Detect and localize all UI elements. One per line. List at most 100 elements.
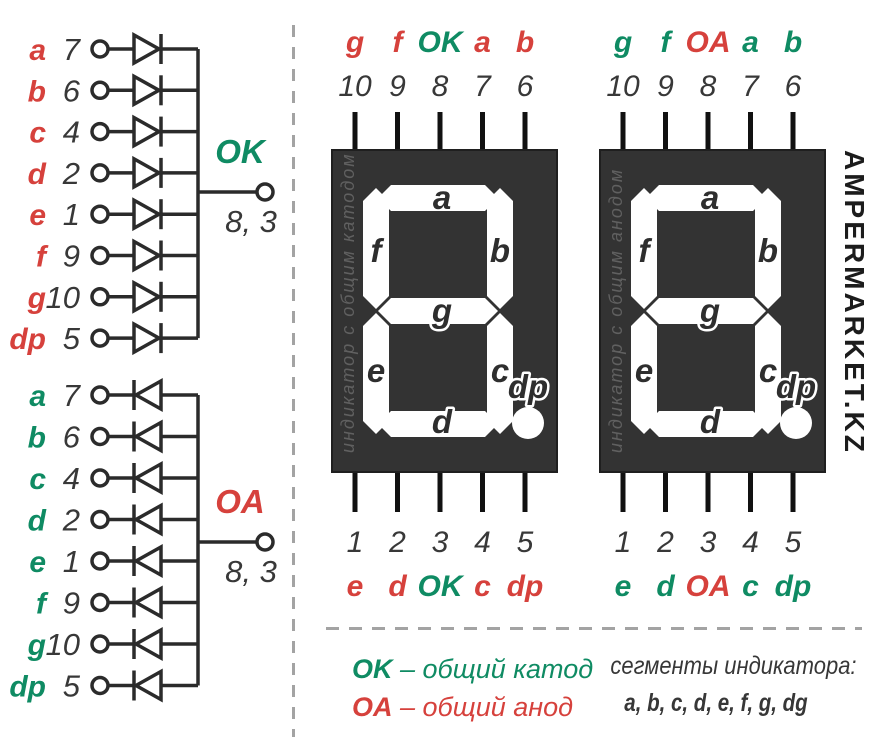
display-bottom-pin-number: 2 bbox=[656, 526, 674, 559]
display-bottom-function-label: d bbox=[656, 570, 675, 603]
pin-terminal-icon bbox=[90, 204, 110, 224]
display-top-function-label: f bbox=[661, 26, 674, 59]
display-bottom-pin-number: 3 bbox=[700, 526, 717, 559]
legend-ok-definition: – общий катод bbox=[400, 654, 594, 684]
display-side-note: индикатор с общим катодом bbox=[338, 152, 358, 453]
diode-row-pin-number: 7 bbox=[63, 378, 82, 413]
diode-row-segment-label: e bbox=[29, 546, 46, 579]
display-bottom-pin-number: 1 bbox=[347, 526, 364, 559]
diode-row-pin-number: 5 bbox=[63, 669, 81, 704]
diode-row-pin-number: 10 bbox=[46, 280, 80, 315]
common-output-terminal-icon bbox=[255, 532, 275, 552]
common-label: OA bbox=[215, 483, 265, 520]
diode-icon bbox=[132, 155, 163, 190]
display-top-function-label: b bbox=[784, 26, 802, 59]
pin-terminal-icon bbox=[90, 245, 110, 266]
display-bottom-function-label: OK bbox=[418, 570, 465, 603]
diode-row-pin-number: 9 bbox=[63, 586, 80, 621]
legend-common-terms: OK – общий катод OA – общий анод bbox=[352, 650, 593, 726]
diode-icon bbox=[132, 197, 163, 232]
legend-segments-title: сегменты индикатора: bbox=[610, 652, 857, 680]
pin-terminal-icon bbox=[90, 39, 110, 59]
diode-row-pin-number: 7 bbox=[63, 32, 82, 67]
legend-oa-term: OA bbox=[352, 692, 393, 722]
display-top-pin-number: 7 bbox=[474, 70, 492, 103]
display-top-pin-number: 10 bbox=[338, 70, 372, 103]
segment-label-dp: dp bbox=[776, 368, 816, 405]
diode-row-pin-number: 9 bbox=[63, 239, 80, 274]
pin-terminal-icon bbox=[90, 509, 110, 530]
segment-g bbox=[378, 298, 498, 324]
segment-d bbox=[646, 411, 766, 437]
display-bottom-pin-number: 4 bbox=[474, 526, 491, 559]
segment-e bbox=[363, 313, 389, 434]
display-bottom-function-label: e bbox=[615, 570, 632, 603]
diode-row-segment-label: b bbox=[28, 75, 46, 108]
diode-row-segment-label: c bbox=[29, 463, 46, 496]
diode-icon bbox=[132, 461, 163, 495]
display-bottom-pin-number: 5 bbox=[785, 526, 802, 559]
display-top-pin-number: 9 bbox=[389, 70, 406, 103]
display-bottom-function-label: d bbox=[388, 570, 407, 603]
segment-label-e: e bbox=[635, 352, 653, 389]
diode-icon bbox=[132, 238, 163, 273]
diode-row-segment-label: dp bbox=[9, 671, 46, 704]
display-bottom-function-label: dp bbox=[507, 570, 544, 603]
common-pins-label: 8, 3 bbox=[225, 204, 277, 239]
display-top-pin-number: 6 bbox=[517, 70, 534, 103]
diode-icon bbox=[132, 419, 163, 454]
common-output-terminal-icon bbox=[255, 182, 275, 202]
display-top-pin-number: 6 bbox=[785, 70, 802, 103]
display-bottom-function-label: e bbox=[347, 570, 364, 603]
legend-segments: сегменты индикатора: a, b, c, d, e, f, g… bbox=[596, 652, 857, 718]
segment-a bbox=[378, 185, 498, 211]
pin-terminal-icon bbox=[90, 592, 110, 613]
display-bottom-pin-number: 5 bbox=[517, 526, 534, 559]
diode-row-segment-label: dp bbox=[9, 323, 46, 356]
segment-f bbox=[631, 188, 657, 309]
pin-terminal-icon bbox=[90, 385, 110, 405]
pin-terminal-icon bbox=[90, 80, 110, 101]
diode-icon bbox=[132, 32, 163, 66]
segment-label-c: c bbox=[491, 352, 509, 389]
segment-label-d: d bbox=[432, 403, 453, 440]
segment-e bbox=[631, 313, 657, 434]
legend-divider bbox=[326, 627, 862, 630]
diode-row-pin-number: 6 bbox=[63, 73, 81, 108]
display-top-function-label: g bbox=[613, 26, 632, 59]
diode-row-pin-number: 4 bbox=[63, 461, 80, 496]
diode-row-segment-label: f bbox=[36, 588, 49, 621]
segment-b bbox=[487, 188, 513, 309]
display-top-pin-number: 10 bbox=[606, 70, 640, 103]
segment-b bbox=[755, 188, 781, 309]
segment-f bbox=[363, 188, 389, 309]
diode-row-pin-number: 1 bbox=[63, 544, 80, 579]
diode-row-pin-number: 2 bbox=[62, 503, 80, 538]
diode-icon bbox=[132, 114, 163, 149]
display-bottom-function-label: c bbox=[474, 570, 491, 603]
segment-label-g: g bbox=[699, 292, 720, 329]
display-bottom-pin-number: 1 bbox=[615, 526, 632, 559]
display-top-function-label: f bbox=[393, 26, 406, 59]
diode-icon bbox=[132, 321, 163, 356]
diode-row-pin-number: 5 bbox=[63, 321, 81, 356]
diode-row-pin-number: 4 bbox=[63, 115, 80, 150]
display-top-function-label: b bbox=[516, 26, 534, 59]
diode-row-segment-label: e bbox=[29, 199, 46, 232]
display-bottom-function-label: dp bbox=[775, 570, 812, 603]
legend-oa-line: OA – общий анод bbox=[352, 688, 593, 726]
dp-dot bbox=[780, 407, 812, 439]
display-top-function-label: a bbox=[474, 26, 491, 59]
diode-icon bbox=[132, 279, 163, 314]
diode-icon bbox=[132, 73, 163, 108]
display-bottom-function-label: c bbox=[742, 570, 759, 603]
common-label: OK bbox=[215, 133, 267, 170]
segment-label-f: f bbox=[639, 232, 653, 269]
display-bottom-function-label: OA bbox=[686, 570, 731, 603]
display-top-function-label: g bbox=[345, 26, 364, 59]
